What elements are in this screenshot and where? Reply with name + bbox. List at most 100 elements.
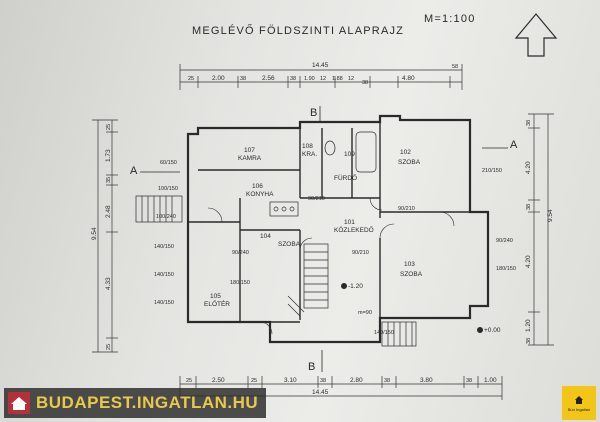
opening-label: 90/210 — [308, 196, 325, 202]
watermark-bar: BUDAPEST.INGATLAN.HU Bún Ingatlan — [0, 386, 600, 422]
brand-banner: BUDAPEST.INGATLAN.HU — [4, 388, 267, 418]
section-mark-a-right: A — [510, 139, 519, 151]
top-dim-5: 38 — [290, 76, 296, 82]
kitchen-counter — [269, 201, 299, 217]
level-marker-icon — [341, 283, 483, 333]
room-103-number: 103 — [404, 261, 415, 268]
opening-label: 180/150 — [496, 266, 516, 272]
top-dim-11: 4.80 — [402, 75, 415, 82]
opening-label: 90/240 — [232, 250, 249, 256]
opening-label: 90/210 — [352, 250, 369, 256]
left-dim-5: 4.33 — [105, 277, 112, 290]
top-total-dim: 14.45 — [312, 62, 329, 69]
top-dim-1: 25 — [188, 76, 194, 82]
interior-stairs — [287, 243, 329, 317]
bottom-dim-6: 2.80 — [350, 377, 363, 384]
house-badge-icon — [575, 395, 583, 404]
bottom-dim-7: 38 — [384, 378, 390, 384]
top-dim-8: 1.88 — [332, 76, 343, 82]
level-mark-zero: +0.00 — [484, 327, 501, 334]
left-dim-1: 25 — [106, 124, 112, 130]
room-107-number: 107 — [244, 147, 255, 154]
top-dim-10: 38 — [362, 80, 368, 86]
room-106-name: KONYHA — [246, 191, 274, 198]
bottom-dim-8: 3.80 — [420, 377, 433, 384]
room-104-number: 104 — [260, 233, 271, 240]
room-109-name: FÜRDŐ — [334, 173, 357, 182]
section-mark-b-bottom: B — [308, 361, 317, 373]
bottom-dim-3: 25 — [251, 378, 257, 384]
north-arrow-icon — [514, 13, 558, 57]
opening-label: m=90 — [358, 310, 372, 316]
opening-label: 100/240 — [156, 214, 176, 220]
right-dim-4: 4.20 — [525, 255, 532, 268]
brand-text: BUDAPEST.INGATLAN.HU — [36, 393, 259, 412]
bottom-total-dim: 14.45 — [312, 389, 329, 396]
top-dim-2: 2.00 — [212, 75, 225, 82]
top-dim-6: 1.90 — [304, 76, 315, 82]
section-mark-a-left: A — [130, 165, 139, 177]
bottom-dim-10: 1.00 — [484, 377, 497, 384]
room-109-number: 109 — [344, 151, 355, 158]
left-dimension-lines — [92, 119, 118, 353]
room-102-number: 102 — [400, 149, 411, 156]
opening-label: 100/150 — [158, 186, 178, 192]
top-dim-12: 58 — [452, 64, 458, 70]
top-dim-7: 12 — [320, 76, 326, 82]
exterior-stairs-bottom — [381, 321, 417, 347]
left-dim-6: 25 — [106, 344, 112, 350]
room-106-number: 106 — [252, 183, 263, 190]
room-104-name: SZOBA — [278, 241, 301, 248]
room-101-number: 101 — [344, 219, 355, 226]
right-dim-3: 38 — [526, 204, 532, 210]
right-dim-2: 4.20 — [525, 161, 532, 174]
room-105-name: ELŐTÉR — [204, 299, 230, 308]
bottom-dim-1: 25 — [186, 378, 192, 384]
top-dim-4: 2.56 — [262, 75, 275, 82]
opening-label: 140/150 — [154, 300, 174, 306]
bathroom-fixtures — [324, 131, 377, 173]
top-dim-9: 12 — [348, 76, 354, 82]
bottom-dim-5: 38 — [320, 378, 326, 384]
top-dim-3: 38 — [240, 76, 246, 82]
bottom-dim-4: 3.10 — [284, 377, 297, 384]
room-108-name: KRA. — [302, 151, 317, 158]
room-103-name: SZOBA — [400, 271, 423, 278]
opening-label: 210/150 — [482, 168, 502, 174]
opening-label: 90/240 — [496, 238, 513, 244]
right-dim-5: 1.20 — [525, 319, 532, 332]
opening-label: 90/210 — [398, 206, 415, 212]
inner-walls — [188, 116, 470, 323]
opening-label: 140/150 — [154, 244, 174, 250]
opening-label: 140/150 — [154, 272, 174, 278]
right-total-dim: 9.54 — [547, 209, 554, 222]
bottom-dim-2: 2.50 — [212, 377, 225, 384]
opening-label: 180/150 — [230, 280, 250, 286]
room-107-name: KAMRA — [238, 155, 262, 162]
room-105-number: 105 — [210, 293, 221, 300]
right-dim-6: 38 — [526, 338, 532, 344]
right-dimension-lines — [528, 113, 554, 346]
house-logo-icon — [8, 392, 30, 414]
left-dim-3: 35 — [106, 177, 112, 183]
room-108-number: 108 — [302, 143, 313, 150]
badge-text: Bún Ingatlan — [567, 406, 591, 412]
room-102-name: SZOBA — [398, 159, 421, 166]
plan-title: MEGLÉVŐ FÖLDSZINTI ALAPRAJZ — [192, 23, 404, 37]
top-dimension-lines — [179, 64, 463, 90]
plan-scale: M=1:100 — [424, 13, 476, 25]
section-lines — [140, 106, 508, 372]
exterior-stairs-left — [135, 195, 183, 223]
opening-label: 140/150 — [374, 330, 394, 336]
right-dim-1: 38 — [526, 120, 532, 126]
bottom-dim-9: 38 — [466, 378, 472, 384]
left-dim-2: 1.73 — [105, 149, 112, 162]
agency-badge: Bún Ingatlan — [562, 386, 596, 420]
opening-label: 60/150 — [160, 160, 177, 166]
level-mark-upper: -1.20 — [348, 283, 363, 290]
section-mark-b-top: B — [310, 107, 319, 119]
left-total-dim: 9.54 — [91, 227, 98, 240]
left-dim-4: 2.48 — [105, 205, 112, 218]
